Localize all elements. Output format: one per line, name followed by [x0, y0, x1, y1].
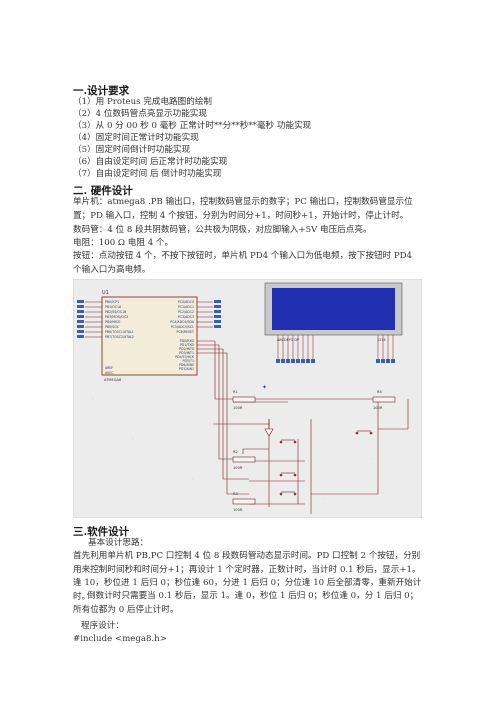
pin-label: PD7/AIN1 [179, 367, 194, 371]
resistor-value: 100R [233, 508, 243, 512]
button-description: 按钮：点动按钮 4 个，不按下按钮时，单片机 PD4 个输入口为低电频，按下按钮… [73, 251, 413, 275]
requirement-item: （1）用 Proteus 完成电路图的绘制 [73, 97, 213, 107]
pin-label: PC4/ADC4/SDA [170, 320, 195, 324]
pin-label: PC0/ADC0 [178, 300, 194, 304]
requirement-item: （3）从 0 分 00 秒 0 毫秒 正常计时**分**秒**毫秒 功能实现 [73, 121, 312, 131]
pin-label: PD0/RXD [180, 339, 195, 343]
resistor-ref: R4 [377, 390, 382, 394]
section-2-title: 二. 硬件设计 [73, 185, 133, 197]
requirement-item: （7）自由设定时间 后 倒计时功能实现 [73, 169, 222, 179]
design-paragraph-2: 倒数计时只需要当 0.1 秒后，显示 1。逢 0，秒位 1 后归 0；秒位逢 0… [73, 591, 419, 615]
pin-label: PB7/TOSC2/XTAL2 [105, 335, 134, 339]
resistor-ref: R3 [233, 492, 238, 496]
pin-label: PB2/SS/OC1B [105, 310, 126, 314]
pin-label: PC5/ADC5/SCL [171, 325, 194, 329]
pin-label: PB3/MOSI/OC2 [105, 315, 128, 319]
resistor-value: 100R [373, 406, 383, 410]
mcu-description: 单片机：atmega8 .PB 输出口，控制数码管显示的数字；PC 输出口，控制… [73, 197, 413, 221]
section-3-title: 三.软件设计 [73, 526, 130, 538]
pin-label: PB0/ICP1 [105, 300, 119, 304]
design-idea-subtitle: 基本设计思路： [88, 538, 149, 548]
pin-label: PD2/INT0 [179, 347, 194, 351]
circuit-schematic: U1 ATMEGA8 PB0/ICP1 PB1/OC1A PB2/SS/OC1B… [73, 279, 422, 518]
pin-label: PC3/ADC3 [178, 315, 194, 319]
pin-label: PD6/AIN0 [179, 363, 194, 367]
resistor-ref: R1 [233, 390, 238, 394]
requirement-item: （4）固定时间正常计时功能实现 [73, 133, 199, 143]
display-pins-b: 1234 [377, 338, 386, 342]
pin-label: PD4/T0/XCK [175, 355, 195, 359]
cursor-icon: ✦ [262, 384, 267, 391]
pin-label: PD1/TXD [180, 343, 195, 347]
requirement-item: （5）固定时间倒计时功能实现 [73, 145, 191, 155]
resistor-value: 100R [233, 406, 243, 410]
program-label: 程序设计： [81, 621, 124, 631]
pin-label: PB6/TOSC1/XTAL1 [105, 330, 134, 334]
resistor-ref: R2 [233, 450, 238, 454]
requirement-item: （6）自由设定时间 后正常计时功能实现 [73, 157, 228, 167]
resistor-value: 100R [233, 466, 243, 470]
pin-label: AVCC [105, 371, 114, 375]
pin-label: PB5/SCK [105, 325, 119, 329]
pin-label: PD3/INT1 [179, 351, 194, 355]
design-paragraph-1: 首先利用单片机 PB,PC 口控制 4 位 8 段数码管动态显示时间。PD 口控… [73, 551, 422, 602]
pin-label: PD5/T1 [183, 359, 194, 363]
resistor-description: 电阻：100 Ω 电阻 4 个。 [73, 238, 174, 248]
chip-ref: U1 [102, 290, 109, 296]
pin-label: PB1/OC1A [105, 305, 122, 309]
code-include: #include <mega8.h> [73, 634, 167, 644]
pin-label: PC6/RESET [177, 330, 195, 334]
section-1-title: 一.设计要求 [73, 85, 130, 97]
pin-label: PC1/ADC1 [178, 305, 194, 309]
display-description: 数码管：4 位 8 段共阴数码管，公共极为阴极，对应脚输入+5V 电压后点亮。 [73, 225, 372, 235]
pin-label: AREF [105, 366, 113, 370]
chip-name: ATMEGA8 [104, 378, 122, 382]
pin-label: PB4/MISO [105, 320, 121, 324]
requirement-item: （2）4 位数码管点亮显示功能实现 [73, 109, 207, 119]
pin-label: PC2/ADC2 [178, 310, 194, 314]
